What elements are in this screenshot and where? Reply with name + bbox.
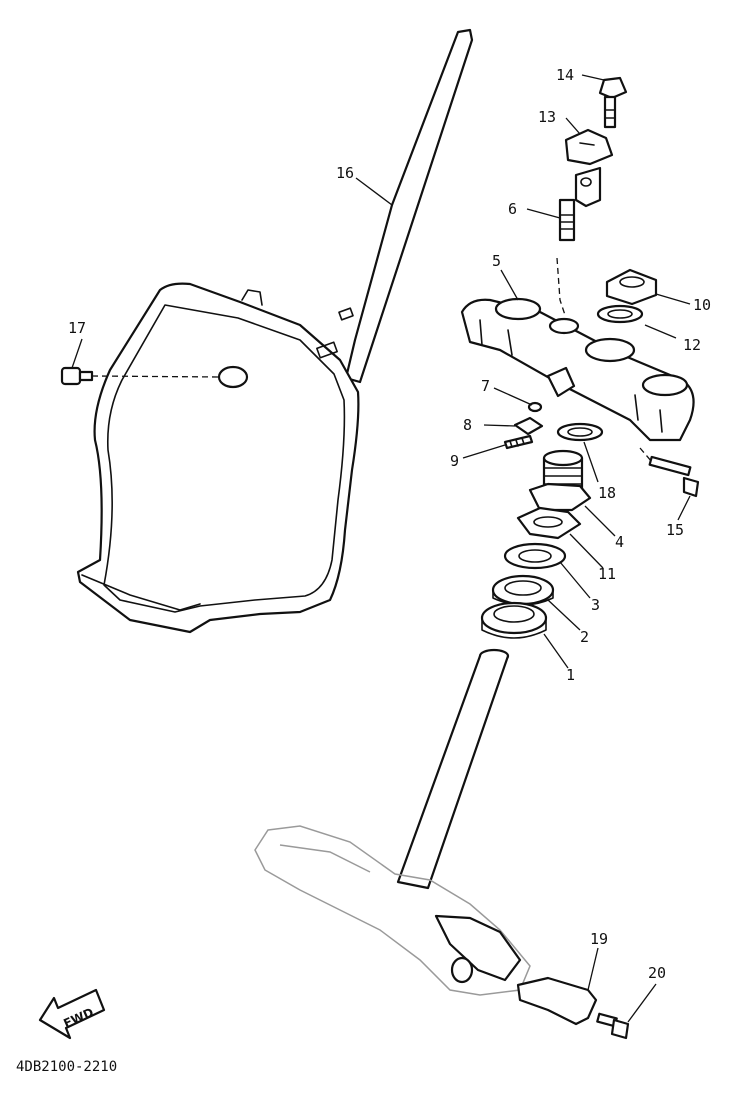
bearing-2 [491,574,555,606]
callout-3: 3 [591,596,600,614]
bolt-20 [596,1012,630,1040]
number-plate [76,28,474,634]
callout-14: 14 [556,66,574,84]
nut-8 [513,416,544,436]
holder-upper-13 [564,128,614,166]
diagram-code: 4DB2100-2210 [16,1059,117,1075]
clamp-19 [516,976,598,1026]
callout-16: 16 [336,164,354,182]
callout-11: 11 [598,565,616,583]
callout-13: 13 [538,108,556,126]
callout-6: 6 [508,200,517,218]
callout-numbers: 1 2 3 4 5 6 7 8 9 10 11 12 13 14 15 16 1… [68,66,711,982]
bearing-cover-3 [503,542,567,570]
fwd-arrow-icon: FWD [38,988,106,1040]
bolt-17 [60,366,94,386]
lock-washer-11 [516,506,582,540]
oil-seal-1 [480,601,548,639]
callout-17: 17 [68,319,86,337]
bolt-15 [648,455,700,498]
washer-12 [596,304,644,324]
steering-nut [605,268,658,306]
callout-18: 18 [598,484,616,502]
lower-bracket-arm [434,914,522,984]
ring-nut-4 [528,449,592,512]
plate-washer-7 [527,366,576,413]
callout-5: 5 [492,252,501,270]
washer-18 [556,422,604,442]
bolt-9 [503,434,534,450]
callout-2: 2 [580,628,589,646]
callout-4: 4 [615,533,624,551]
callout-20: 20 [648,964,666,982]
callout-15: 15 [666,521,684,539]
upper-bracket [460,297,695,442]
callout-10: 10 [693,296,711,314]
callout-12: 12 [683,336,701,354]
steering-stem [396,648,510,890]
callout-8: 8 [463,416,472,434]
callout-19: 19 [590,930,608,948]
bolt-14 [598,76,628,129]
callout-9: 9 [450,452,459,470]
holder-lower-6 [558,166,602,242]
leader-lines [71,74,691,1023]
lower-bracket-ghost [254,825,531,996]
callout-7: 7 [481,377,490,395]
callout-1: 1 [566,666,575,684]
